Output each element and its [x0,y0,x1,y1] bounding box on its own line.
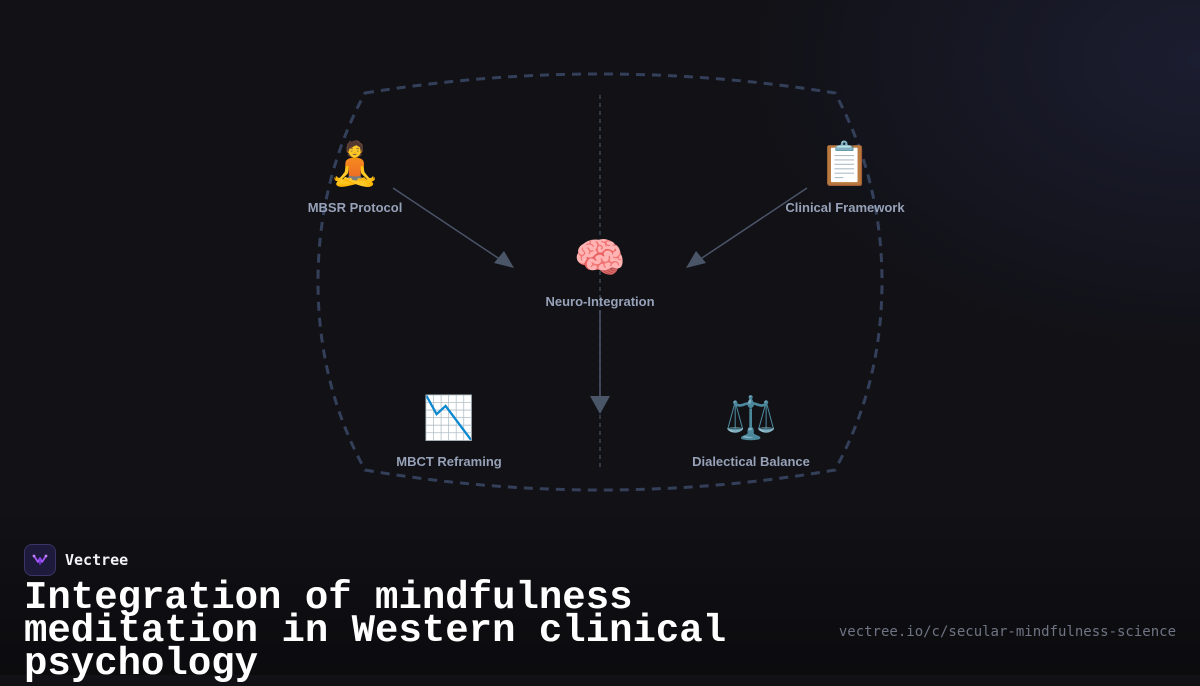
node-label: MBCT Reframing [396,454,502,469]
vectree-logo-icon [24,544,56,576]
node-label: Neuro-Integration [545,294,655,309]
arrow-clinical-to-neuro [689,187,808,267]
source-url[interactable]: vectree.io/c/secular-mindfulness-science [838,624,1176,640]
node-clinical: 📋 Clinical Framework [745,139,945,216]
group-outline [316,72,884,492]
node-mbsr: 🧘 MBSR Protocol [255,139,455,216]
node-label: Dialectical Balance [692,454,810,469]
arrowhead-neuro-down [590,396,610,414]
balance-scale-icon: ⚖️ [724,393,778,442]
brand: Vectree [24,544,128,576]
arrowhead-clinical-to-neuro [686,251,706,268]
brain-icon: 🧠 [573,233,627,282]
brand-name: Vectree [65,551,129,569]
arrowhead-mbsr-to-neuro [494,251,514,268]
chart-decreasing-icon: 📉 [422,393,476,442]
node-mbct: 📉 MBCT Reframing [349,393,549,470]
node-neuro: 🧠 Neuro-Integration [500,233,700,310]
clipboard-icon: 📋 [818,139,872,188]
arrow-mbsr-to-neuro [392,187,511,267]
node-label: MBSR Protocol [307,200,403,215]
page-title: Integration of mindfulness meditation in… [24,576,727,686]
person-meditating-icon: 🧘 [328,139,382,188]
node-label: Clinical Framework [785,200,905,215]
node-dialectical: ⚖️ Dialectical Balance [651,393,851,470]
